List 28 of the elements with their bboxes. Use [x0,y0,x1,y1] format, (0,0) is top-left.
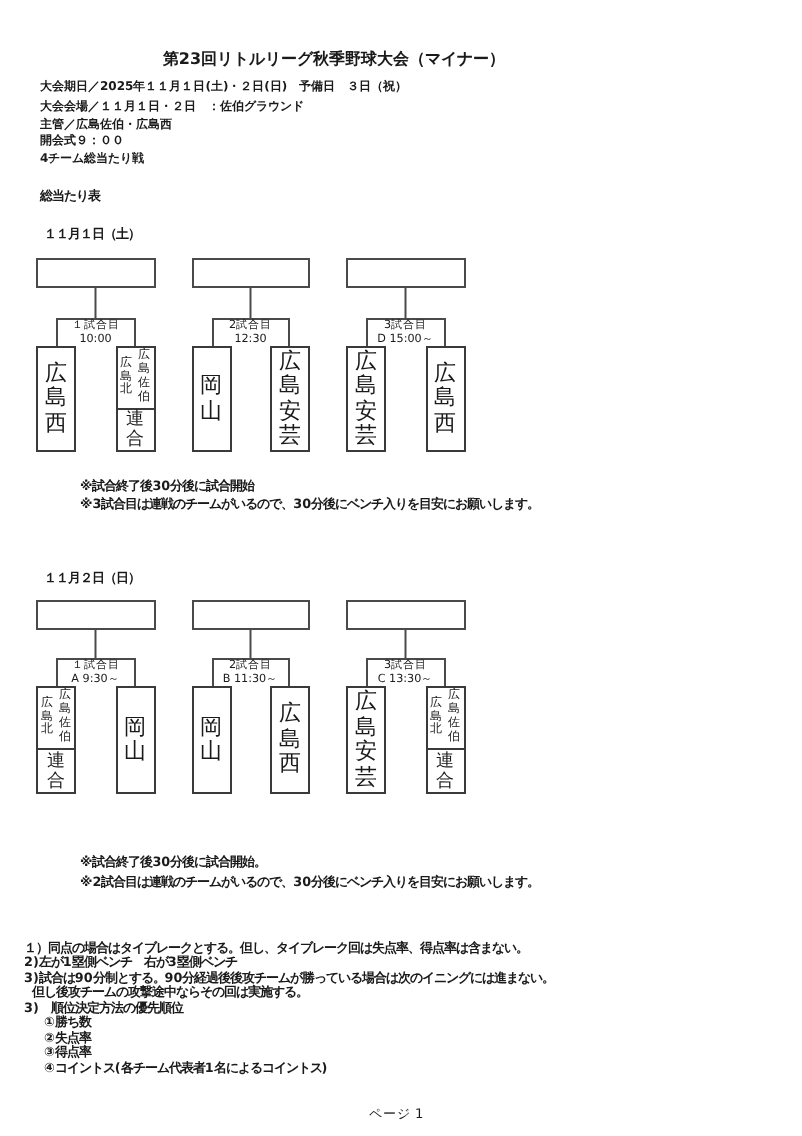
team-box: 広島安芸 [346,346,386,452]
team-name: 連合 [38,748,74,792]
team-box: 広島西 [270,686,310,794]
result-box [36,600,155,630]
team-box [425,686,465,794]
team-box: 広島安芸 [346,686,386,794]
team-box: 広島西 [36,346,76,452]
team-box [115,346,155,452]
result-box [191,600,310,630]
team-box: 岡山 [191,346,231,452]
connector-line [94,629,97,659]
result-box [36,258,155,288]
result-box [346,258,465,288]
title: 第23回リトルリーグ秋季野球大会（マイナー） [162,52,506,70]
connector-line [404,629,407,659]
team-box: 岡山 [115,686,155,794]
connector-line [249,629,252,659]
result-box [346,600,465,630]
result-box [191,258,310,288]
team-name: 連合 [117,408,153,450]
team-box: 広島安芸 [270,346,310,452]
connector-line [249,287,252,319]
connector-line [94,287,97,319]
team-box [36,686,76,794]
connector-line [404,287,407,319]
team-box: 広島西 [425,346,465,452]
team-box: 岡山 [191,686,231,794]
team-name: 連合 [427,748,463,792]
